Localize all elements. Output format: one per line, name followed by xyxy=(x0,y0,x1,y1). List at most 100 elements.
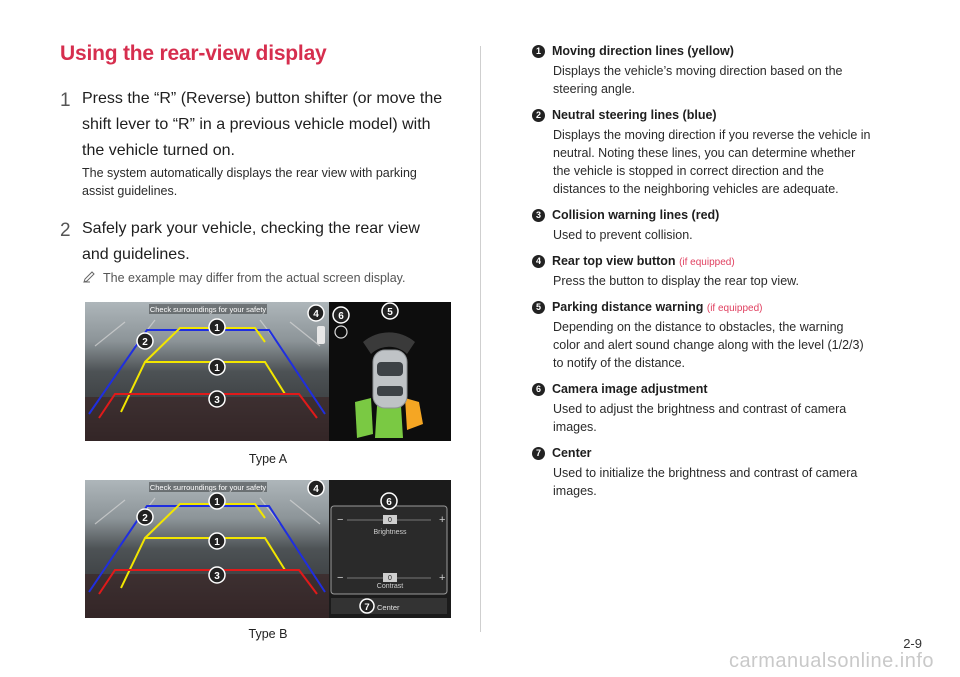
callout-b-7: 7 xyxy=(359,598,375,614)
item-1-line-1: Displays the vehicle’s moving direction … xyxy=(553,64,843,78)
svg-text:5: 5 xyxy=(387,307,393,318)
callout-a-1-bottom: 1 xyxy=(208,358,226,376)
callout-b-1-top: 1 xyxy=(208,492,226,510)
badge-4: 4 xyxy=(532,255,545,268)
caption-type-b: Type B xyxy=(248,627,288,641)
banner-text-a: Check surroundings for your safety xyxy=(150,305,267,314)
brightness-plus-button[interactable]: + xyxy=(439,514,445,526)
legend-item-5: 5 Parking distance warning (if equipped)… xyxy=(532,300,912,372)
callout-a-4: 4 xyxy=(307,304,325,322)
step-1-desc-line-1: The system automatically displays the re… xyxy=(82,166,417,180)
item-2-line-4: distances to the neighboring vehicles ar… xyxy=(553,182,839,196)
item-4-equip-note: (if equipped) xyxy=(679,257,735,268)
badge-7: 7 xyxy=(532,447,545,460)
callouts-type-b: 1 2 1 3 4 6 7 xyxy=(136,480,398,614)
brightness-minus-button[interactable]: − xyxy=(337,514,343,526)
banner-text-b: Check surroundings for your safety xyxy=(150,483,267,492)
callout-a-3: 3 xyxy=(208,390,226,408)
svg-text:1: 1 xyxy=(214,363,220,374)
callout-b-3: 3 xyxy=(208,566,226,584)
item-6-title: Camera image adjustment xyxy=(551,382,708,396)
callouts-type-a: 1 2 1 3 4 6 5 xyxy=(136,302,399,408)
step-2-number: 2 xyxy=(60,220,71,241)
page-title: Using the rear-view display xyxy=(60,42,327,65)
item-3-line-1: Used to prevent collision. xyxy=(553,228,693,242)
item-2-line-3: the vehicle is stopped in correct direct… xyxy=(553,164,824,178)
brightness-label: Brightness xyxy=(373,529,407,536)
svg-text:1: 1 xyxy=(214,537,220,548)
item-1-line-2: steering angle. xyxy=(553,82,636,96)
item-4-line-1: Press the button to display the rear top… xyxy=(553,274,799,288)
item-5-equip-note: (if equipped) xyxy=(706,303,763,314)
step-1-desc-line-2: assist guidelines. xyxy=(82,184,178,198)
legend-item-1: 1 Moving direction lines (yellow) Displa… xyxy=(532,44,912,98)
item-7-line-2: images. xyxy=(553,484,597,498)
item-5-line-3: to notify of the distance. xyxy=(553,356,686,370)
svg-text:1: 1 xyxy=(214,497,220,508)
badge-1: 1 xyxy=(532,45,545,58)
legend-item-4: 4 Rear top view button (if equipped) Pre… xyxy=(532,254,912,290)
item-2-title: Neutral steering lines (blue) xyxy=(551,108,717,122)
callout-a-2: 2 xyxy=(136,332,154,350)
item-7-title: Center xyxy=(551,446,592,460)
callout-b-2: 2 xyxy=(136,508,154,526)
badge-5: 5 xyxy=(532,301,545,314)
contrast-minus-button[interactable]: − xyxy=(337,572,343,584)
brightness-value: 0 xyxy=(388,517,392,524)
badge-6: 6 xyxy=(532,383,545,396)
item-6-line-2: images. xyxy=(553,420,597,434)
svg-text:2: 2 xyxy=(142,337,148,348)
item-2-line-1: Displays the moving direction if you rev… xyxy=(553,128,871,142)
svg-text:4: 4 xyxy=(313,484,319,495)
svg-text:3: 3 xyxy=(214,571,220,582)
caption-type-a: Type A xyxy=(248,452,288,466)
callout-a-5: 5 xyxy=(381,302,399,320)
svg-text:1: 1 xyxy=(214,323,220,334)
svg-text:7: 7 xyxy=(364,602,369,613)
rear-view-figure-type-a: Check surroundings for your safety xyxy=(85,302,451,441)
contrast-value: 0 xyxy=(388,575,392,582)
step-1-text: Press the “R” (Reverse) button shifter (… xyxy=(82,86,462,164)
legend-item-6: 6 Camera image adjustment Used to adjust… xyxy=(532,382,912,436)
column-divider xyxy=(480,46,481,632)
step-2-line-1: Safely park your vehicle, checking the r… xyxy=(82,220,420,237)
badge-2: 2 xyxy=(532,109,545,122)
svg-text:3: 3 xyxy=(214,395,220,406)
item-5-line-2: color and alert sound change along with … xyxy=(553,338,864,352)
legend-item-7: 7 Center Used to initialize the brightne… xyxy=(532,446,912,500)
watermark-text: carmanualsonline.info xyxy=(728,650,934,672)
step-1-number: 1 xyxy=(60,90,71,111)
legend-item-2: 2 Neutral steering lines (blue) Displays… xyxy=(532,108,912,198)
note-text: The example may differ from the actual s… xyxy=(103,271,406,285)
page-number: 2-9 xyxy=(903,636,922,651)
legend-item-3: 3 Collision warning lines (red) Used to … xyxy=(532,208,912,244)
callout-b-1-bottom: 1 xyxy=(208,532,226,550)
item-3-title: Collision warning lines (red) xyxy=(551,208,720,222)
legend-list: 1 Moving direction lines (yellow) Displa… xyxy=(532,44,912,500)
item-6-line-1: Used to adjust the brightness and contra… xyxy=(553,402,847,416)
callout-b-4: 4 xyxy=(307,480,325,497)
svg-text:4: 4 xyxy=(313,309,319,320)
callout-b-6: 6 xyxy=(380,492,398,510)
step-2-line-2: and guidelines. xyxy=(82,246,190,263)
pencil-note-icon xyxy=(82,270,96,289)
item-5-title: Parking distance warning xyxy=(551,300,704,314)
step-1-line-1: Press the “R” (Reverse) button shifter (… xyxy=(82,90,443,107)
badge-3: 3 xyxy=(532,209,545,222)
step-1-line-2: shift lever to “R” in a previous vehicle… xyxy=(82,116,431,133)
contrast-label: Contrast xyxy=(377,583,404,590)
item-5-line-1: Depending on the distance to obstacles, … xyxy=(553,320,844,334)
svg-text:6: 6 xyxy=(338,311,344,322)
step-1-line-3: the vehicle turned on. xyxy=(82,142,235,159)
svg-text:2: 2 xyxy=(142,513,148,524)
center-button-label[interactable]: Center xyxy=(377,603,400,612)
contrast-plus-button[interactable]: + xyxy=(439,572,445,584)
step-2-text: Safely park your vehicle, checking the r… xyxy=(82,216,462,268)
item-4-title: Rear top view button xyxy=(551,254,676,268)
callout-a-6: 6 xyxy=(332,306,350,324)
callout-a-1-top: 1 xyxy=(208,318,226,336)
step-1-description: The system automatically displays the re… xyxy=(82,164,462,200)
svg-text:6: 6 xyxy=(386,497,392,508)
item-2-line-2: neutral. Noting these lines, you can det… xyxy=(553,146,856,160)
item-7-line-1: Used to initialize the brightness and co… xyxy=(553,466,858,480)
